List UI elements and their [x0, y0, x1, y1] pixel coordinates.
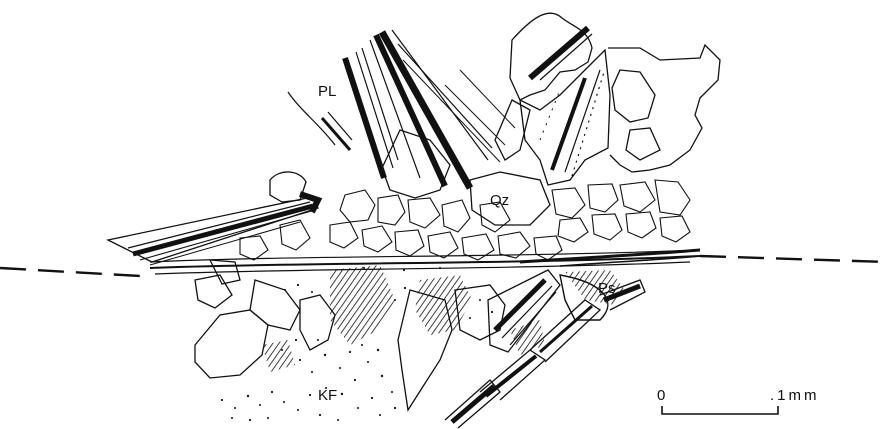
label-ps: Ps: [598, 280, 616, 297]
dashed-reference-line: [0, 256, 887, 276]
scale-bar-end-label: .1mm: [770, 387, 820, 404]
lath-crystals-center: [288, 30, 515, 188]
scale-bar-start-label: 0: [657, 387, 665, 404]
scale-bar: [662, 406, 778, 414]
label-qz: Qz: [490, 192, 509, 209]
label-kf: KF: [318, 387, 337, 404]
crystal-cluster-upper-right: [510, 13, 720, 185]
hatched-zones: [262, 265, 625, 372]
label-pl: PL: [318, 83, 336, 100]
lath-crystal-left: [108, 194, 318, 265]
granular-band: [240, 180, 690, 260]
